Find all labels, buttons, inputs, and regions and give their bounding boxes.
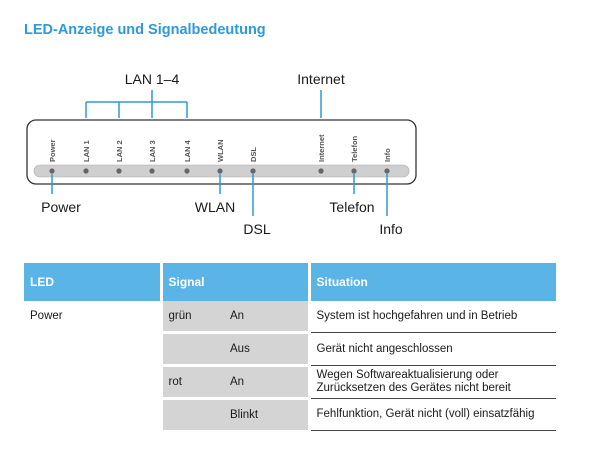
situation-cell: Gerät nicht angeschlossen: [307, 332, 557, 366]
info-callout-label: Info: [379, 221, 403, 237]
led-label-info: Info: [383, 148, 392, 162]
led-label-lan1: LAN 1: [82, 140, 91, 162]
led-dot-lan2: [116, 168, 122, 174]
wlan-callout-label: WLAN: [195, 199, 235, 215]
table-row: Blinkt Fehlfunktion, Gerät nicht (voll) …: [24, 398, 557, 431]
led-label-internet: Internet: [317, 134, 326, 162]
table-header-row: LED Signal Situation: [24, 263, 557, 301]
signal-color-cell: [159, 332, 224, 367]
signal-color-cell: rot: [159, 365, 224, 400]
led-label-telefon: Telefon: [350, 135, 359, 162]
dsl-callout-label: DSL: [243, 221, 270, 237]
led-signal-table: LED Signal Situation Power grün An Syste…: [24, 263, 557, 431]
situation-line: Wegen Softwareaktualisierung oder: [316, 369, 499, 381]
signal-state-cell: Aus: [224, 332, 310, 367]
led-dot-dsl: [250, 168, 256, 174]
section-heading: LED-Anzeige und Signalbedeutung: [24, 22, 266, 38]
led-dot-telefon: [351, 168, 357, 174]
led-dot-internet: [318, 168, 324, 174]
power-callout-label: Power: [41, 199, 81, 215]
led-dot-lan4: [184, 168, 190, 174]
led-label-lan3: LAN 3: [148, 140, 157, 162]
led-label-power: Power: [48, 139, 57, 162]
signal-color-cell: [159, 398, 224, 430]
lan-bracket: [85, 90, 188, 118]
led-dot-wlan: [217, 168, 223, 174]
header-led: LED: [24, 263, 161, 301]
router-led-diagram: LAN 1–4 Internet Power LAN 1 LAN 2 LAN 3…: [26, 71, 417, 237]
led-label-dsl: DSL: [249, 147, 258, 162]
led-label-lan4: LAN 4: [183, 140, 192, 162]
situation-cell: Fehlfunktion, Gerät nicht (voll) einsatz…: [307, 398, 557, 431]
signal-state-cell: An: [224, 301, 310, 334]
header-situation: Situation: [307, 263, 557, 301]
led-name-cell: Power: [24, 301, 161, 430]
led-dot-lan3: [149, 168, 155, 174]
led-dot-lan1: [83, 168, 89, 174]
header-signal: Signal: [159, 263, 310, 301]
led-label-wlan: WLAN: [216, 140, 225, 163]
led-label-lan2: LAN 2: [115, 140, 124, 162]
table-row: Aus Gerät nicht angeschlossen: [24, 332, 557, 367]
telefon-callout-label: Telefon: [329, 199, 374, 215]
lan-group-label: LAN 1–4: [125, 71, 180, 87]
signal-state-cell: Blinkt: [224, 398, 310, 430]
table-row: Power grün An System ist hochgefahren un…: [24, 301, 557, 430]
signal-state-cell: An: [224, 365, 310, 400]
table-row: rot An Wegen Softwareaktualisierung oder…: [24, 365, 557, 400]
situation-line: Zurücksetzen des Gerätes nicht bereit: [316, 382, 511, 394]
led-dot-info: [384, 168, 390, 174]
situation-cell: System ist hochgefahren und in Betrieb: [307, 301, 557, 333]
led-dot-power: [49, 168, 55, 174]
signal-color-cell: grün: [159, 301, 224, 334]
internet-callout-label: Internet: [297, 71, 345, 87]
